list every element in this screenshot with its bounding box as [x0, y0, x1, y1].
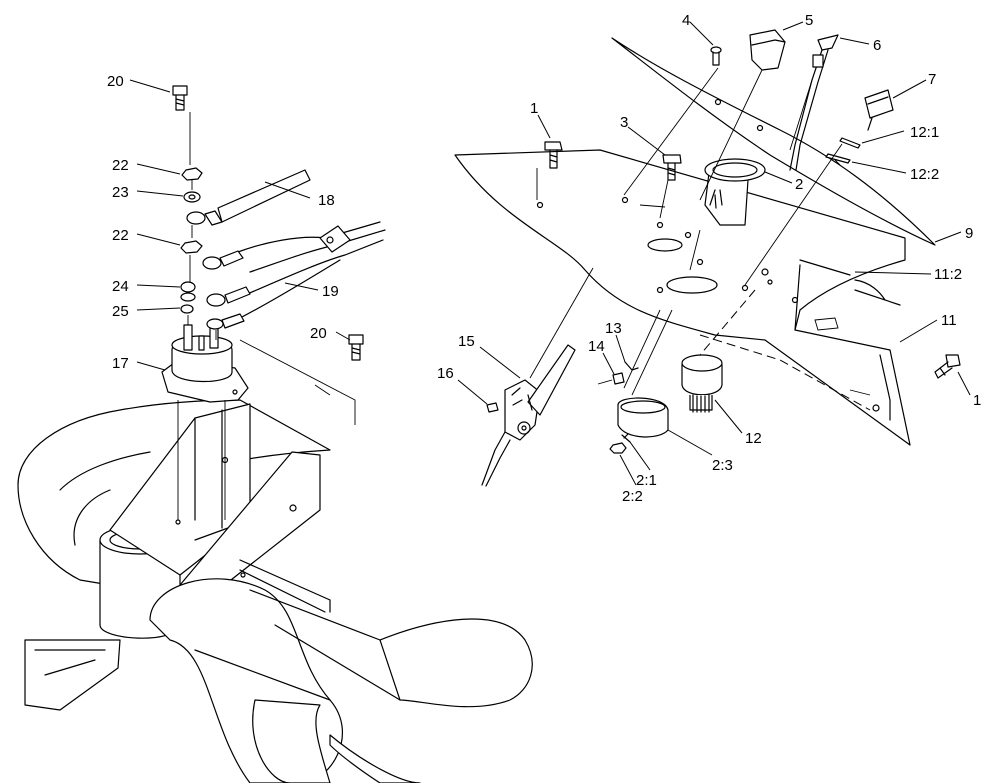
callout-1-right: 1: [973, 392, 981, 409]
callout-2-2: 2:2: [622, 488, 643, 505]
callout-20-right: 20: [310, 325, 327, 342]
panel-11: [454, 149, 911, 446]
knob-5: [749, 29, 786, 71]
callout-14: 14: [588, 338, 605, 355]
washer-25: [180, 304, 194, 314]
switch-7: [864, 89, 894, 131]
callout-6: 6: [873, 37, 881, 54]
cover-9: [611, 37, 936, 246]
callout-labels: 20 22 23 18 22 24 19 25 20 17 1 3 4 5 6 …: [107, 12, 981, 505]
callout-12-1: 12:1: [910, 124, 939, 141]
washer-24: [180, 281, 196, 302]
bolt-20-right: [348, 334, 364, 361]
callout-2-3: 2:3: [712, 457, 733, 474]
throttle-lever-15: [481, 344, 576, 487]
harness-19: [202, 221, 386, 330]
leader-lines: [129, 21, 971, 486]
callout-24: 24: [112, 278, 129, 295]
spring-2-1: [621, 433, 631, 443]
callout-16: 16: [437, 365, 454, 382]
frame-left-foot: [24, 639, 121, 711]
bolt-20-top: [172, 85, 188, 111]
lockwasher-23: [183, 191, 201, 203]
bolt-1-right: [934, 354, 961, 379]
insert-12-1: [839, 137, 861, 149]
solenoid-17: [161, 322, 249, 403]
nut-2-2: [609, 442, 627, 454]
callout-2-1: 2:1: [636, 472, 657, 489]
frame-tube-right: [379, 618, 533, 708]
callout-20-top: 20: [107, 73, 124, 90]
callout-2: 2: [795, 176, 803, 193]
ring-2-3: [617, 397, 669, 438]
nut-22-mid: [180, 240, 203, 254]
cable-6: [789, 34, 839, 171]
screw-4: [710, 46, 722, 66]
nut-22-top: [181, 167, 203, 181]
callout-22-mid: 22: [112, 227, 129, 244]
cable-18: [186, 169, 311, 226]
callout-7: 7: [928, 71, 936, 88]
callout-18: 18: [318, 192, 335, 209]
callout-4: 4: [682, 12, 690, 29]
callout-25: 25: [112, 303, 129, 320]
insert-12-2: [825, 153, 851, 164]
callout-12: 12: [745, 430, 762, 447]
callout-11-2: 11:2: [934, 266, 962, 283]
callout-19: 19: [322, 283, 339, 300]
bolt-3: [662, 154, 682, 181]
callout-5: 5: [805, 12, 813, 29]
callout-17: 17: [112, 355, 129, 372]
ignition-switch-12: [681, 354, 723, 413]
callout-23: 23: [112, 184, 129, 201]
callout-22-top: 22: [112, 157, 129, 174]
callout-11: 11: [941, 312, 957, 329]
callout-9: 9: [965, 225, 973, 242]
bolt-1-top: [544, 141, 563, 169]
callout-3: 3: [620, 114, 628, 131]
callout-12-2: 12:2: [910, 166, 939, 183]
callout-1-top: 1: [530, 100, 538, 117]
frame-assembly: [17, 399, 533, 783]
part-16: [486, 402, 499, 413]
part-14: [612, 372, 625, 385]
callout-15: 15: [458, 333, 475, 350]
callout-13: 13: [605, 320, 622, 337]
part-13: [624, 361, 639, 371]
gauge-2: [704, 158, 766, 226]
